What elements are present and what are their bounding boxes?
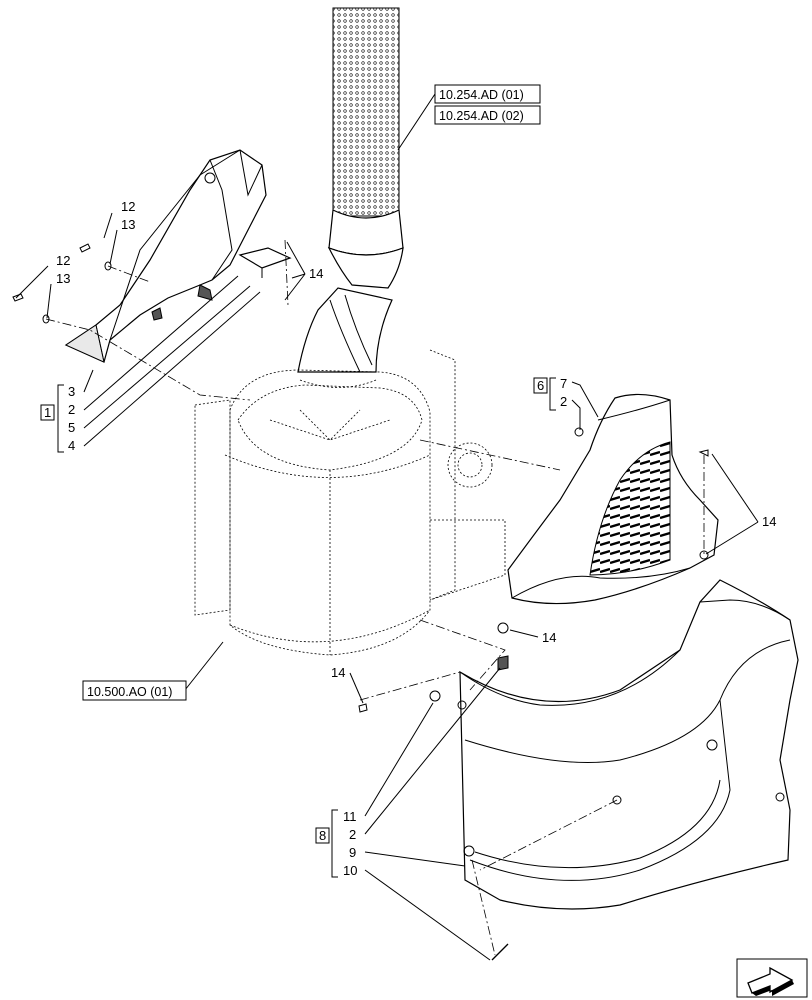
reference-label: 10.254.AD (01) — [439, 88, 524, 102]
muffler — [194, 349, 506, 656]
group-number: 1 — [44, 405, 51, 420]
callout-10: 10 — [343, 863, 357, 878]
callout-14: 14 — [331, 665, 345, 680]
callout-5: 5 — [68, 420, 75, 435]
group-number: 6 — [537, 378, 544, 393]
group-8: 8 — [315, 809, 338, 878]
screw-12-upper — [79, 243, 91, 253]
callout-14: 14 — [762, 514, 776, 529]
callout-labels: 12 13 12 13 14 3 2 5 4 7 2 14 14 14 11 2… — [56, 199, 776, 878]
nut-14-mid — [497, 622, 509, 634]
screw-14-left — [358, 703, 368, 713]
clip-2 — [497, 655, 509, 671]
reference-box-10-254-ad-01[interactable]: 10.254.AD (01) — [434, 84, 541, 104]
callout-13: 13 — [56, 271, 70, 286]
next-page-arrow-icon[interactable] — [736, 958, 808, 998]
nut-14-right — [699, 550, 709, 560]
washer-11 — [429, 690, 441, 702]
screw-12-lower — [12, 293, 24, 302]
reference-label: 10.500.AO (01) — [87, 685, 172, 699]
callout-2: 2 — [68, 402, 75, 417]
callout-9: 9 — [349, 845, 356, 860]
rod-10 — [491, 943, 509, 961]
callout-12: 12 — [121, 199, 135, 214]
exhaust-pipe — [297, 7, 404, 388]
left-heat-shield — [64, 149, 267, 363]
leader-lines — [15, 93, 759, 961]
callout-2: 2 — [560, 394, 567, 409]
washer-13-upper — [104, 261, 112, 271]
washer-13-lower — [42, 314, 50, 324]
callout-7: 7 — [560, 376, 567, 391]
callout-4: 4 — [68, 438, 75, 453]
group-6: 6 — [533, 377, 556, 411]
shield-bracket — [238, 247, 292, 278]
center-lines — [45, 239, 705, 956]
callout-11: 11 — [343, 809, 357, 824]
callout-13: 13 — [121, 217, 135, 232]
reference-box-10-254-ad-02[interactable]: 10.254.AD (02) — [434, 105, 541, 125]
group-number: 8 — [319, 828, 326, 843]
screw-14-right — [698, 449, 709, 457]
callout-3: 3 — [68, 384, 75, 399]
upper-right-shield — [507, 393, 719, 605]
reference-label: 10.254.AD (02) — [439, 109, 524, 123]
callout-2: 2 — [349, 827, 356, 842]
callout-14: 14 — [542, 630, 556, 645]
callout-14: 14 — [309, 266, 323, 281]
callout-12: 12 — [56, 253, 70, 268]
reference-box-10-500-ao-01[interactable]: 10.500.AO (01) — [82, 680, 187, 701]
lower-shield — [457, 579, 799, 910]
group-1: 1 — [40, 384, 64, 453]
